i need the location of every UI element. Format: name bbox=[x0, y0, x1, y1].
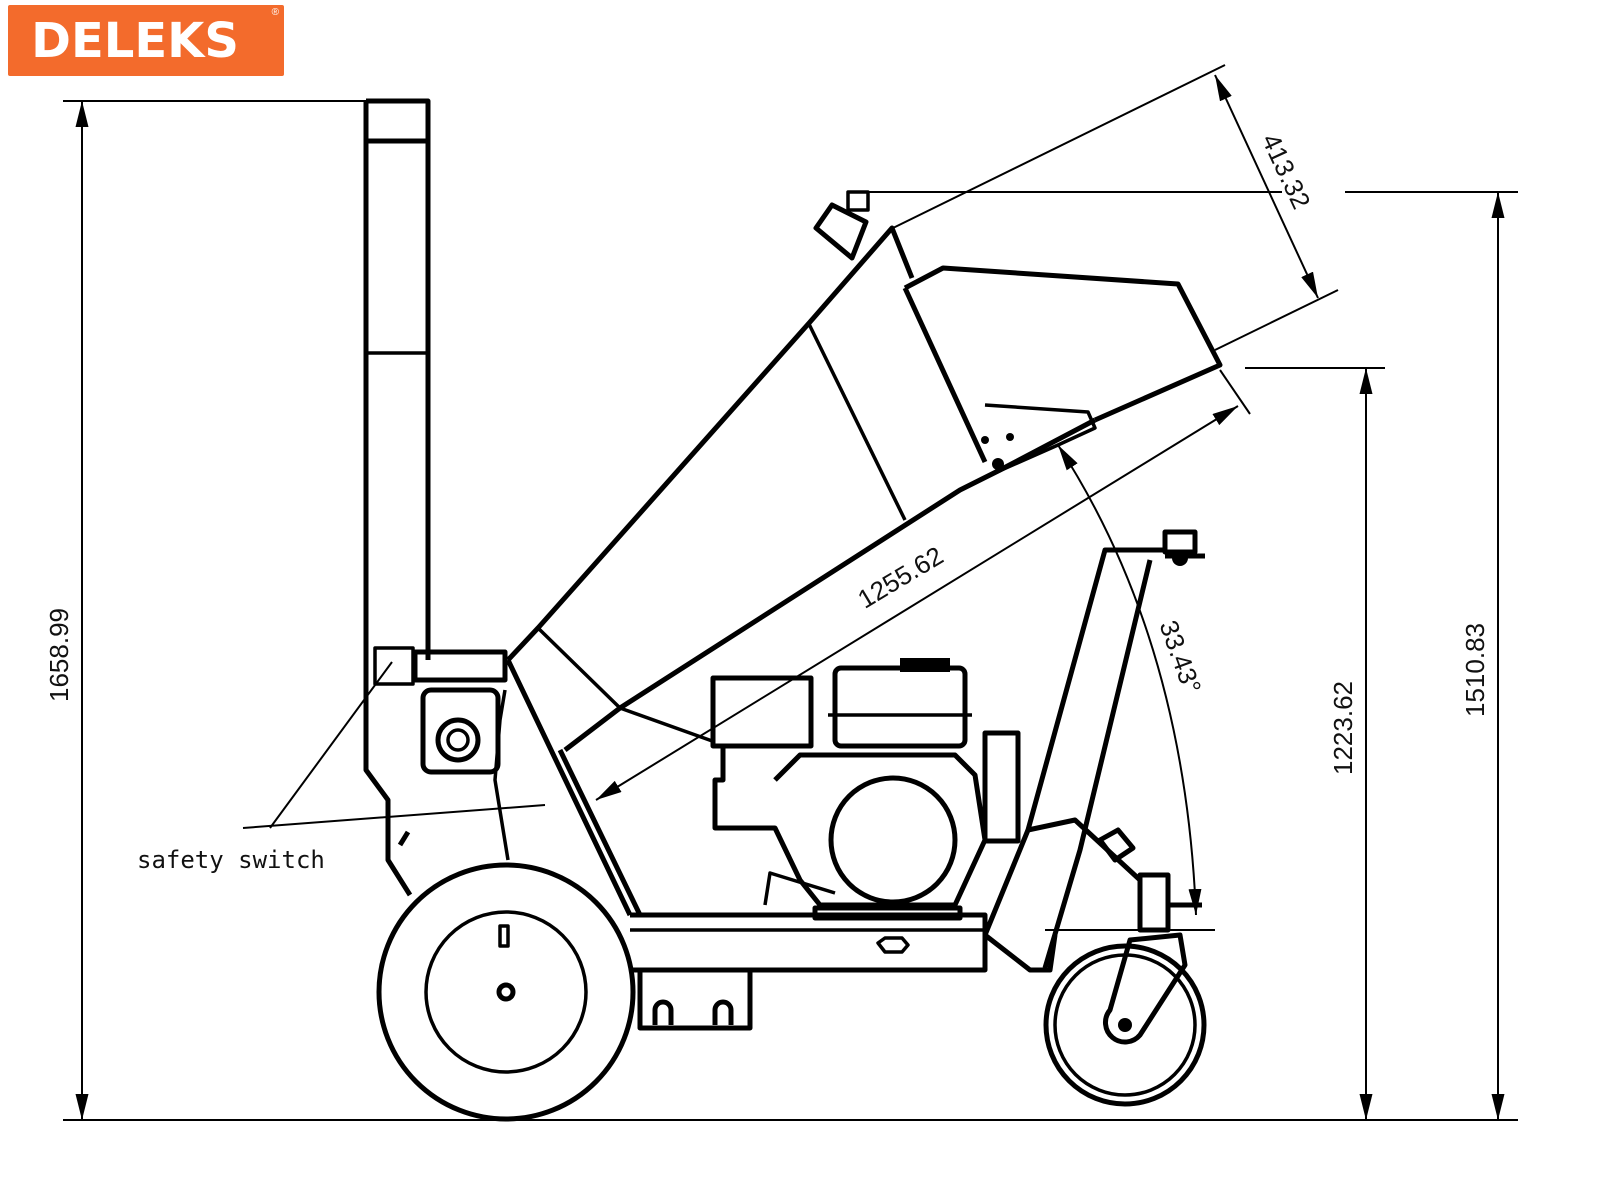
registered-mark: ® bbox=[271, 7, 279, 18]
dimension-label-chute-angle: 33.43° bbox=[1153, 616, 1207, 697]
gearbox bbox=[373, 646, 508, 775]
discharge-chute bbox=[363, 98, 431, 897]
dimension-chute-angle: 33.43° bbox=[1045, 444, 1215, 931]
dimension-label-total-height: 1658.99 bbox=[44, 608, 74, 702]
safety-switch-label: safety switch bbox=[137, 846, 325, 874]
deleks-logo: DELEKS ® bbox=[8, 5, 284, 76]
dimension-label-hopper-top-height: 1510.83 bbox=[1460, 623, 1490, 717]
chassis-front bbox=[505, 658, 643, 917]
dimension-label-hopper-opening-width: 413.32 bbox=[1256, 129, 1317, 214]
main-wheel bbox=[376, 862, 636, 1122]
tow-handle bbox=[982, 529, 1205, 973]
feed-hopper bbox=[506, 190, 1223, 752]
dimension-hopper-opening-width: 413.32 bbox=[892, 64, 1339, 351]
dimension-label-hopper-opening-height: 1223.62 bbox=[1328, 681, 1358, 775]
logo-text: DELEKS bbox=[31, 12, 239, 69]
safety-switch-callout: safety switch bbox=[137, 661, 546, 874]
dimension-hopper-opening-height: 1223.62 bbox=[1245, 367, 1385, 1120]
dimension-hopper-top-height: 1510.83 bbox=[852, 191, 1518, 1120]
chassis-frame bbox=[630, 905, 988, 1031]
dimension-total-height: 1658.99 bbox=[44, 100, 428, 1120]
caster-wheel bbox=[1043, 932, 1207, 1107]
engine bbox=[710, 658, 1021, 908]
wood-chipper-drawing bbox=[363, 98, 1223, 1122]
